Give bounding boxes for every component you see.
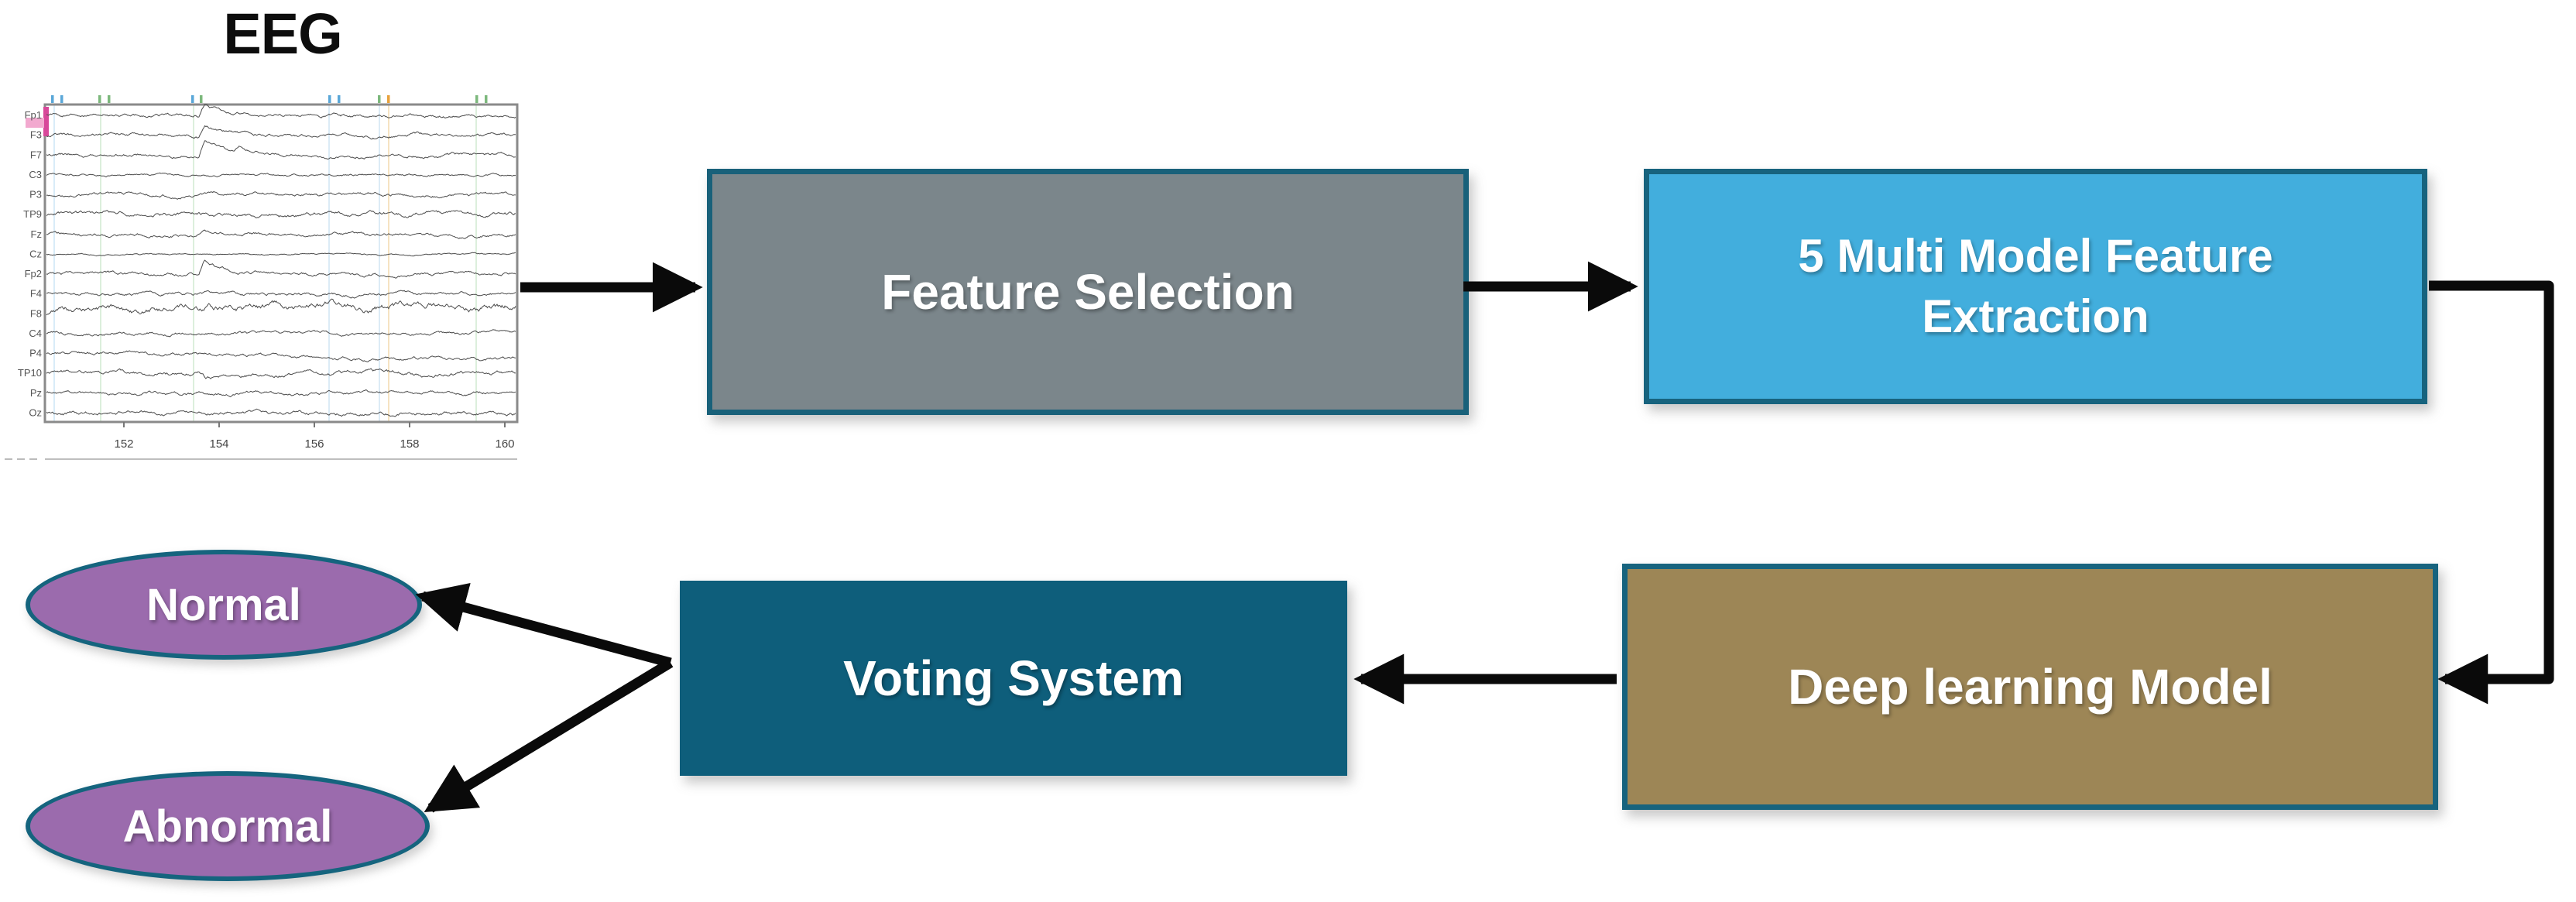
eeg-x-tick-label: 152 [114, 437, 133, 451]
eeg-x-tick-label: 160 [495, 437, 514, 451]
eeg-channel-label: TP10 [18, 367, 42, 379]
eeg-channel-label: C3 [29, 169, 42, 180]
node-voting-system: Voting System [680, 581, 1347, 776]
node-feature-selection: Feature Selection [707, 169, 1469, 415]
eeg-channel-label: P3 [29, 189, 42, 201]
eeg-channel-label: Cz [29, 248, 42, 259]
node-deep-learning-model: Deep learning Model [1622, 564, 2438, 810]
arrow-multi-model-to-deep-learning [2429, 280, 2554, 705]
arrow-voting-to-normal [415, 582, 672, 668]
eeg-channel-label: Fz [31, 228, 42, 240]
eeg-channel-label: Oz [29, 406, 42, 418]
eeg-x-tick-label: 154 [209, 437, 228, 451]
eeg-channel-label: F8 [30, 307, 42, 319]
eeg-channel-label: Fp1 [25, 109, 42, 121]
eeg-title: EEG [223, 2, 342, 66]
node-multi-model-feature-extraction: 5 Multi Model Feature Extraction [1644, 169, 2427, 404]
node-deep-learning-label: Deep learning Model [1788, 659, 2272, 715]
node-multi-model-label: 5 Multi Model Feature Extraction [1798, 230, 2273, 342]
node-output-normal: Normal [26, 550, 422, 660]
eeg-channel-label: F4 [30, 288, 42, 300]
eeg-channel-label: Pz [30, 387, 42, 399]
node-feature-selection-label: Feature Selection [881, 264, 1295, 320]
eeg-x-tick-label: 156 [304, 437, 324, 451]
eeg-channel-label: TP9 [23, 208, 42, 220]
node-output-abnormal: Abnormal [26, 771, 430, 881]
eeg-channel-label: Fp2 [25, 268, 42, 280]
node-normal-label: Normal [146, 579, 301, 630]
eeg-channel-label: F7 [30, 149, 42, 160]
eeg-channel-label: P4 [29, 348, 42, 359]
eeg-channel-label: F3 [30, 129, 42, 141]
eeg-channel-label: C4 [29, 328, 42, 339]
node-abnormal-label: Abnormal [122, 801, 333, 852]
arrow-voting-to-abnormal [424, 658, 674, 813]
eeg-x-tick-label: 158 [400, 437, 419, 451]
node-voting-label: Voting System [843, 650, 1184, 706]
